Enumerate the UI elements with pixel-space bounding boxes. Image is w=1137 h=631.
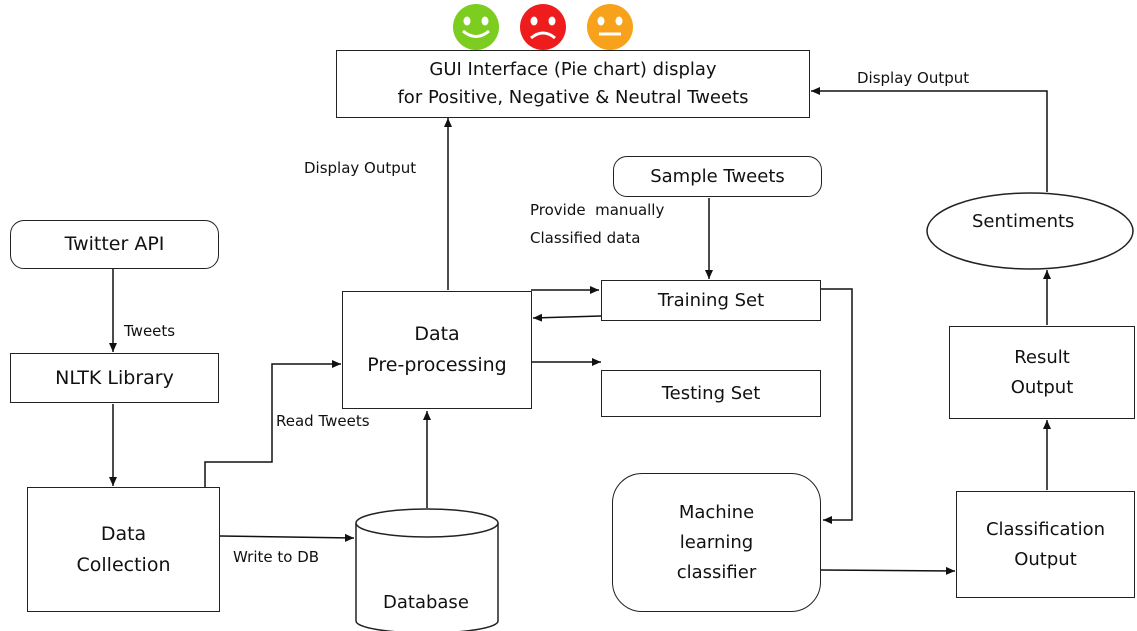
edge-label-read-tweets: Read Tweets	[276, 412, 370, 430]
edge-label-display-output-right: Display Output	[857, 69, 970, 87]
database-cylinder	[355, 508, 499, 631]
training-set-label: Training Set	[657, 289, 765, 311]
edge-label-tweets: Tweets	[124, 322, 176, 340]
result-output-line-1: Result	[1014, 346, 1070, 368]
classification-output-box: Classification Output	[956, 491, 1135, 598]
ml-classifier-box: Machine learning classifier	[612, 473, 821, 612]
testing-set-label: Testing Set	[661, 382, 761, 404]
edge-label-classified-data: Classified data	[530, 229, 641, 247]
nltk-library-label: NLTK Library	[55, 366, 174, 389]
data-collection-box: Data Collection	[27, 487, 220, 612]
sentiments-ellipse	[926, 192, 1134, 270]
gui-line-1: GUI Interface (Pie chart) display	[429, 59, 717, 80]
edge-training-to-preprocessing	[532, 313, 602, 322]
result-output-box: Result Output	[949, 326, 1135, 419]
neutral-face-icon	[587, 4, 633, 50]
ml-classifier-line-3: classifier	[676, 561, 757, 583]
edge-label-write-db: Write to DB	[233, 548, 320, 566]
positive-face-icon	[453, 4, 499, 50]
database-label: Database	[383, 592, 469, 613]
data-preprocessing-box: Data Pre-processing	[342, 291, 532, 409]
gui-line-2: for Positive, Negative & Neutral Tweets	[397, 87, 749, 108]
negative-face-icon	[520, 4, 566, 50]
data-collection-line-1: Data	[100, 522, 147, 545]
classification-output-line-2: Output	[1014, 548, 1077, 570]
edge-collection-to-preprocessing	[204, 360, 341, 488]
result-output-line-2: Output	[1010, 376, 1074, 398]
edge-sentiments-to-gui	[811, 87, 1048, 192]
training-set-box: Training Set	[601, 280, 821, 321]
sentiments-label: Sentiments	[972, 211, 1075, 232]
edge-collection-to-database	[219, 533, 355, 542]
edge-training-to-classifier	[820, 288, 853, 524]
ml-classifier-line-2: learning	[679, 531, 754, 553]
preprocessing-line-1: Data	[414, 323, 460, 345]
gui-interface-box: GUI Interface (Pie chart) display for Po…	[336, 50, 810, 118]
classification-output-line-1: Classification	[985, 518, 1106, 540]
edge-classifier-to-classification	[819, 566, 956, 575]
edge-label-display-output-left: Display Output	[304, 159, 417, 177]
sample-tweets-box: Sample Tweets	[613, 156, 822, 197]
preprocessing-line-2: Pre-processing	[367, 354, 507, 376]
edge-label-provide-manually: Provide manually	[530, 201, 665, 219]
testing-set-box: Testing Set	[601, 370, 821, 417]
twitter-api-box: Twitter API	[10, 220, 219, 269]
nltk-library-box: NLTK Library	[10, 353, 219, 403]
ml-classifier-line-1: Machine	[678, 501, 755, 523]
sample-tweets-label: Sample Tweets	[650, 165, 785, 187]
data-collection-line-2: Collection	[76, 553, 171, 576]
twitter-api-label: Twitter API	[64, 233, 165, 255]
